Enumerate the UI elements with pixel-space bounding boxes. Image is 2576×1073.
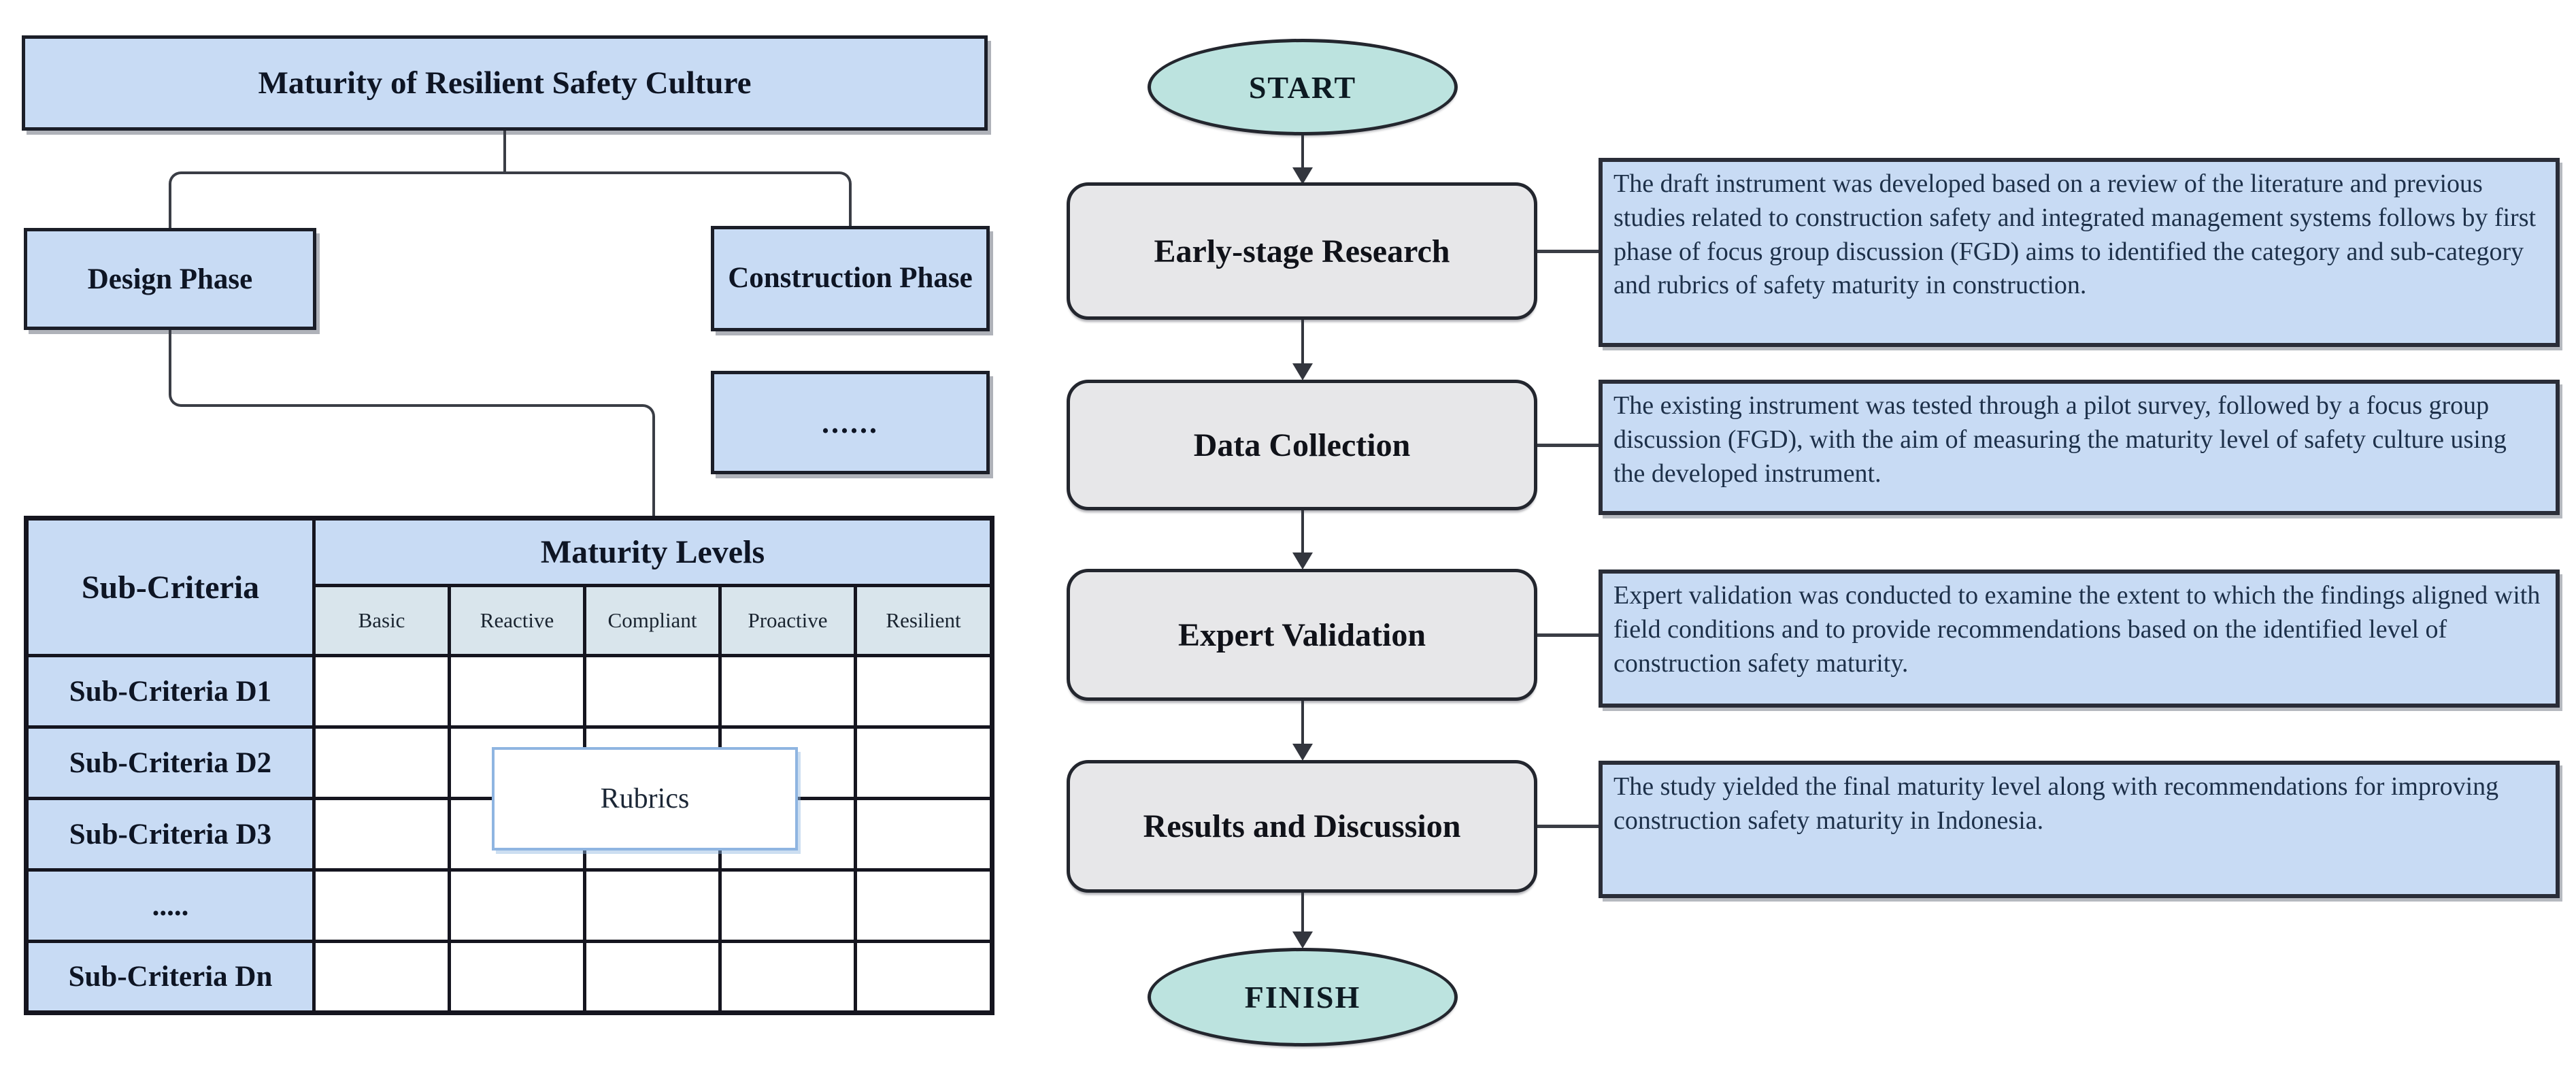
step-label: Early-stage Research [1154, 233, 1450, 269]
more-phases-label: ...... [822, 406, 879, 440]
description-text: The draft instrument was developed based… [1613, 169, 2537, 300]
construction-phase-label: Construction Phase [728, 262, 973, 295]
step-label: Expert Validation [1177, 616, 1426, 653]
design-phase-label: Design Phase [87, 263, 253, 295]
step-description-connector [1537, 633, 1600, 637]
description-text: The study yielded the final maturity lev… [1613, 772, 2499, 835]
matrix-cell [583, 868, 722, 943]
matrix-cell [853, 725, 994, 800]
matrix-cell [448, 940, 586, 1014]
flow-arrow-line [1301, 135, 1304, 169]
step-data-collection: Data Collection [1067, 380, 1537, 510]
description-text: The existing instrument was tested throu… [1613, 391, 2507, 488]
level-header-reactive: Reactive [448, 584, 586, 657]
matrix-cell [312, 940, 451, 1014]
maturity-title-box: Maturity of Resilient Safety Culture [22, 35, 988, 131]
flow-arrow-line [1301, 893, 1304, 933]
step-expert-validation: Expert Validation [1067, 569, 1537, 701]
step-description-connector [1537, 444, 1600, 447]
matrix-cell [312, 868, 451, 943]
description-early-stage-research: The draft instrument was developed based… [1599, 158, 2560, 347]
step-description-connector [1537, 825, 1600, 828]
matrix-cell [718, 940, 857, 1014]
matrix-cell [312, 797, 451, 872]
step-label: Data Collection [1193, 427, 1411, 463]
flow-arrow-line [1301, 701, 1304, 745]
row-header-d3: Sub-Criteria D3 [24, 797, 316, 872]
construction-phase-box: Construction Phase [711, 226, 990, 331]
matrix-cell [448, 654, 586, 729]
table-row: ..... [24, 868, 994, 943]
finish-label: FINISH [1244, 980, 1361, 1014]
flow-arrowhead [1292, 744, 1313, 761]
matrix-cell [312, 654, 451, 729]
description-data-collection: The existing instrument was tested throu… [1599, 380, 2560, 515]
rubrics-label: Rubrics [600, 783, 690, 814]
matrix-cell [853, 797, 994, 872]
row-header-ellipsis: ..... [24, 868, 316, 943]
matrix-cell [853, 654, 994, 729]
flow-arrowhead [1292, 552, 1313, 569]
matrix-cell [853, 940, 994, 1014]
matrix-cell [583, 940, 722, 1014]
level-header-basic: Basic [312, 584, 451, 657]
step-label: Results and Discussion [1143, 808, 1461, 844]
description-expert-validation: Expert validation was conducted to exami… [1599, 569, 2560, 708]
row-header-dn: Sub-Criteria Dn [24, 940, 316, 1014]
design-to-table-connector-2 [412, 404, 655, 516]
level-header-resilient: Resilient [853, 584, 994, 657]
start-terminal: START [1148, 39, 1458, 135]
level-header-proactive: Proactive [718, 584, 857, 657]
flow-arrow-line [1301, 510, 1304, 554]
maturity-title-label: Maturity of Resilient Safety Culture [258, 65, 752, 101]
more-phases-box: ...... [711, 371, 990, 474]
level-header-compliant: Compliant [583, 584, 722, 657]
branch-connector [169, 171, 852, 228]
design-phase-box: Design Phase [24, 228, 316, 330]
group-header-cell: Maturity Levels [312, 516, 994, 587]
table-row: Sub-Criteria D1 [24, 654, 994, 729]
table-row: Sub-Criteria Dn [24, 940, 994, 1014]
flow-arrowhead [1292, 931, 1313, 948]
matrix-cell [718, 654, 857, 729]
matrix-cell [448, 868, 586, 943]
corner-header-cell: Sub-Criteria [24, 516, 316, 657]
description-text: Expert validation was conducted to exami… [1613, 581, 2541, 678]
matrix-cell [583, 654, 722, 729]
matrix-cell [312, 725, 451, 800]
row-header-d1: Sub-Criteria D1 [24, 654, 316, 729]
finish-terminal: FINISH [1148, 948, 1458, 1046]
step-results-and-discussion: Results and Discussion [1067, 760, 1537, 893]
flow-arrowhead [1292, 363, 1313, 380]
design-to-table-connector-1 [169, 330, 415, 407]
description-results-and-discussion: The study yielded the final maturity lev… [1599, 761, 2560, 898]
start-label: START [1248, 69, 1357, 105]
step-description-connector [1537, 250, 1600, 253]
step-early-stage-research: Early-stage Research [1067, 182, 1537, 320]
matrix-cell [718, 868, 857, 943]
title-connector-line [503, 131, 506, 171]
flow-arrowhead [1292, 167, 1313, 184]
matrix-cell [853, 868, 994, 943]
row-header-d2: Sub-Criteria D2 [24, 725, 316, 800]
flow-arrow-line [1301, 320, 1304, 365]
rubrics-overlay-box: Rubrics [492, 747, 798, 851]
